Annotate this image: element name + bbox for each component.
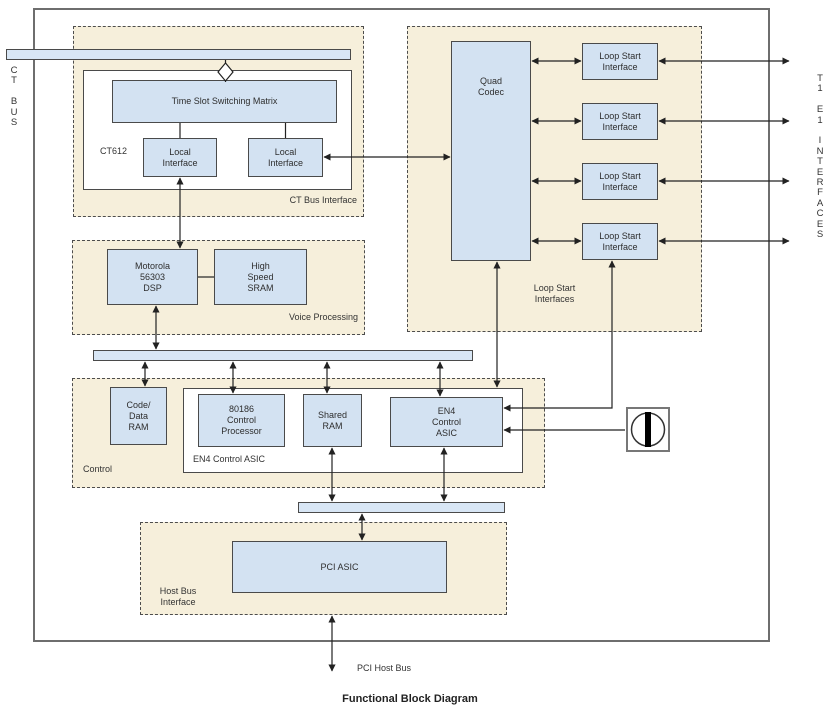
block-80186-processor: 80186 Control Processor (198, 394, 285, 447)
group-loop-start-interfaces-label: Loop Start Interfaces (533, 283, 576, 304)
diagram-caption: Functional Block Diagram (342, 693, 478, 705)
ct-bus-label: C T B U S (10, 65, 18, 129)
pci-host-bus-label: PCI Host Bus (357, 663, 412, 673)
block-en4-asic: EN4 Control ASIC (390, 397, 503, 447)
outer-frame (33, 8, 770, 642)
block-quad-codec: Quad Codec (451, 41, 531, 261)
ct612-label: CT612 (100, 146, 128, 156)
block-local-interface-right: Local Interface (248, 138, 323, 177)
block-time-slot-matrix: Time Slot Switching Matrix (112, 80, 337, 123)
block-loop-start-1: Loop Start Interface (582, 43, 658, 80)
group-voice-processing-label: Voice Processing (288, 312, 358, 322)
block-shared-ram: Shared RAM (303, 394, 362, 447)
en4-group-label: EN4 Control ASIC (193, 454, 266, 464)
host-bus-bar (298, 502, 505, 513)
block-sram: High Speed SRAM (214, 249, 307, 305)
block-loop-start-3: Loop Start Interface (582, 163, 658, 200)
ct-bus-bar (6, 49, 351, 60)
block-code-data-ram: Code/ Data RAM (110, 387, 167, 445)
t1-e1-interfaces-label: T 1 E 1 I N T E R F A C E S (816, 73, 824, 241)
oscillator-glyph (630, 412, 666, 447)
control-bus-bar (93, 350, 473, 361)
group-control-label: Control (83, 464, 113, 474)
block-loop-start-2: Loop Start Interface (582, 103, 658, 140)
block-loop-start-4: Loop Start Interface (582, 223, 658, 260)
group-host-bus-interface-label: Host Bus Interface (159, 586, 197, 607)
block-local-interface-left: Local Interface (143, 138, 217, 177)
block-pci-asic: PCI ASIC (232, 541, 447, 593)
group-ct-bus-interface-label: CT Bus Interface (289, 195, 357, 205)
oscillator-icon (626, 407, 670, 452)
block-dsp: Motorola 56303 DSP (107, 249, 198, 305)
